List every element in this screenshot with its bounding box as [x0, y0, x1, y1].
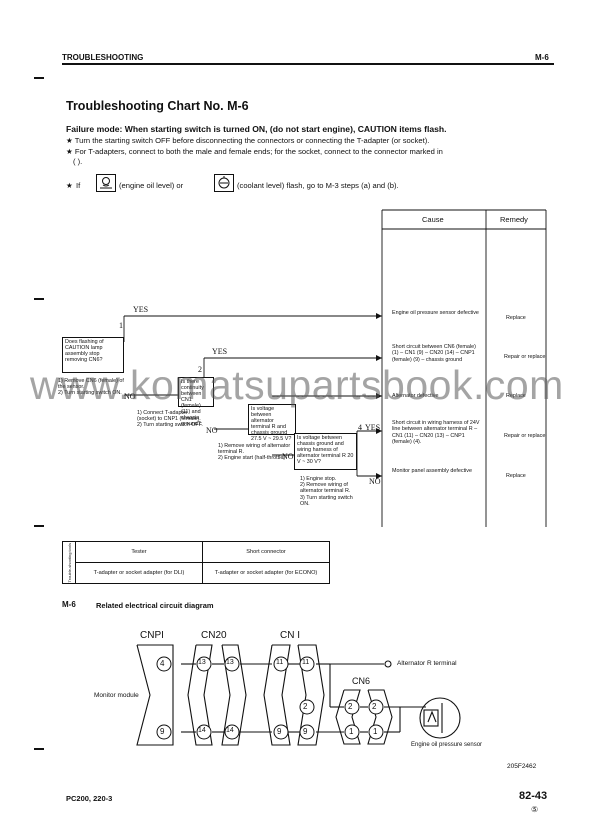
margin-mark — [34, 748, 44, 750]
note-2: ★ For T-adapters, connect to both the ma… — [66, 147, 443, 156]
figure-code: 205F2462 — [507, 763, 537, 770]
if-coolant-text: (coolant level) flash, go to M-3 steps (… — [237, 181, 399, 190]
footer-mark: ⑤ — [531, 805, 539, 814]
if-oil-text: (engine oil level) or — [119, 181, 184, 190]
cause-5: Monitor panel assembly defective — [392, 468, 473, 474]
cause-1: Engine oil pressure sensor defective — [392, 310, 479, 316]
margin-mark — [34, 298, 44, 300]
coolant-level-icon — [214, 174, 234, 192]
pin-cn1-11a: 11 — [276, 659, 284, 666]
cause-3: Alternator defective — [392, 393, 439, 399]
remedy-5: Replace — [506, 473, 526, 479]
pin-cn1-9b: 9 — [303, 727, 308, 736]
question-box-2: Is there continuity between CN1 (female)… — [178, 377, 214, 427]
remedy-4: Repair or replace — [504, 433, 546, 439]
connector-cn1: CN I — [280, 630, 300, 641]
connector-cn6: CN6 — [352, 676, 371, 686]
no-label-2: NO — [206, 426, 218, 435]
sensor-label: Engine oil pressure sensor — [411, 742, 483, 748]
yes-label-1: YES — [133, 305, 149, 314]
watermark: www.komatsupartsbook.com — [30, 362, 564, 408]
diagram-title: Related electrical circuit diagram — [96, 601, 214, 610]
remedy-1: Replace — [506, 315, 526, 321]
cause-header: Cause — [422, 215, 444, 224]
no-label-1: NO — [124, 392, 136, 401]
connector-cn20: CN20 — [201, 630, 227, 641]
margin-mark — [34, 77, 44, 79]
pin-cnp1-9: 9 — [160, 727, 165, 736]
if-star: ★ — [66, 181, 73, 190]
remedy-2: Repair or replace — [504, 354, 546, 360]
question-box-1: Does flashing of CAUTION lamp assembly s… — [62, 337, 124, 373]
alternator-label: Alternator R terminal — [397, 660, 457, 667]
if-word: If — [76, 181, 81, 190]
monitor-module-label: Monitor module — [94, 692, 139, 699]
pin-cn1-9a: 9 — [277, 727, 282, 736]
margin-mark — [34, 525, 44, 527]
no-label-4: NO — [369, 477, 381, 486]
footer-model: PC200, 220-3 — [66, 794, 113, 803]
tools-table: Trouble-shooting tools Tester Short conn… — [62, 540, 330, 585]
header-rule — [62, 63, 554, 65]
pin-cn1-2: 2 — [303, 702, 308, 711]
pin-cn20-13b: 13 — [226, 659, 234, 666]
yes-label-2: YES — [212, 347, 228, 356]
cause-2: Short circuit between CN6 (female) (1) –… — [392, 344, 476, 363]
question-4-steps: 1) Engine stop.2) Remove wiring of alter… — [300, 476, 353, 507]
yes-label-4: YES — [365, 423, 381, 432]
question-box-3: Is voltage between alternator terminal R… — [248, 404, 296, 442]
pin-cn6-1a: 1 — [349, 727, 354, 736]
pin-cn6-2b: 2 — [372, 702, 377, 711]
question-3-steps: 1) Remove wiring of alternator terminal … — [218, 443, 291, 462]
connector-cnp1: CNPI — [140, 630, 164, 641]
diagram-title-number: M-6 — [62, 600, 76, 609]
failure-mode: Failure mode: When starting switch is tu… — [66, 124, 447, 134]
pin-cn6-1b: 1 — [373, 727, 378, 736]
tools-header-short: Short connector — [202, 540, 330, 564]
step-number-4: 4 — [358, 423, 362, 432]
remedy-header: Remedy — [500, 215, 528, 224]
pin-cn20-14a: 14 — [198, 727, 206, 734]
pin-cn6-2a: 2 — [348, 702, 353, 711]
pin-cn1-11b: 11 — [302, 659, 310, 666]
remedy-3: Replace — [506, 393, 526, 399]
header-code: M-6 — [535, 53, 549, 62]
note-1: ★ Turn the starting switch OFF before di… — [66, 136, 430, 145]
no-label-3: NO — [282, 452, 294, 461]
cause-4: Short circuit in wiring harness of 24V l… — [392, 420, 480, 445]
engine-oil-level-icon — [96, 174, 116, 192]
header-section: TROUBLESHOOTING — [62, 53, 144, 62]
step-number-1: 1 — [119, 321, 123, 330]
pin-cnp1-4: 4 — [160, 659, 165, 668]
note-3: ( ). — [73, 157, 83, 166]
page-title: Troubleshooting Chart No. M-6 — [66, 99, 249, 113]
footer-page: 82-43 — [519, 790, 548, 802]
question-1-steps: 1) Remove CN6 (female) of the sensor.2) … — [58, 378, 124, 397]
question-box-4: Is voltage between chassis ground and wi… — [294, 433, 357, 470]
pin-cn20-13a: 13 — [198, 659, 206, 666]
pin-cn20-14b: 14 — [226, 727, 234, 734]
question-2-steps: 1) Connect T-adapter (socket) to CNP1 (f… — [137, 410, 203, 429]
tools-cell-short: T-adapter or socket adapter (for ECONO) — [202, 562, 330, 585]
step-number-2: 2 — [198, 365, 202, 374]
